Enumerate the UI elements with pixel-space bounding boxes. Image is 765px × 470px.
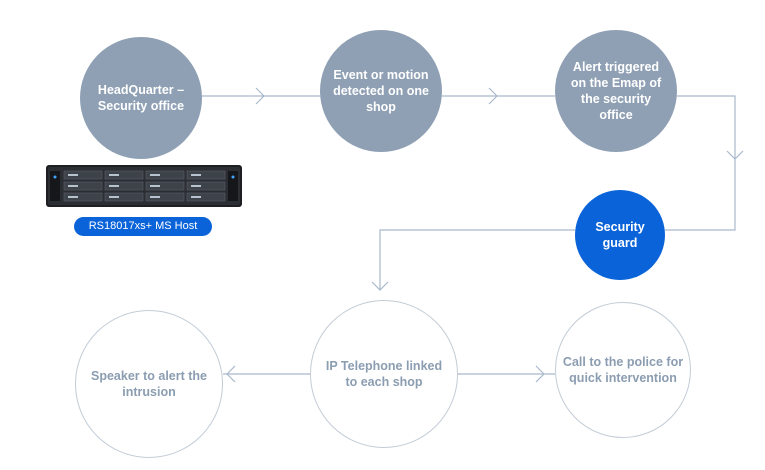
node-police-label: Call to the police for quick interventio… (562, 355, 684, 385)
node-event: Event or motion detected on one shop (320, 30, 442, 152)
node-telephone-label: IP Telephone linked to each shop (325, 359, 443, 389)
node-speaker: Speaker to alert the intrusion (75, 310, 223, 458)
rack-server-icon (46, 165, 242, 207)
node-headquarter: HeadQuarter – Security office (80, 37, 202, 159)
arrowhead-guard-telephone (371, 281, 389, 291)
connector-guard-telephone (379, 229, 575, 290)
node-guard: Security guard (575, 190, 665, 280)
connector-alert-guard (665, 95, 736, 231)
arrowhead-event-alert (488, 87, 498, 105)
node-speaker-label: Speaker to alert the intrusion (90, 369, 207, 399)
node-guard-label: Security guard (595, 220, 645, 250)
node-alert: Alert triggered on the Emap of the secur… (555, 30, 677, 152)
arrowhead-telephone-speaker (226, 365, 236, 383)
arrowhead-hq-event (255, 87, 265, 105)
arrowhead-telephone-police (535, 365, 545, 383)
host-badge: RS18017xs+ MS Host (74, 217, 212, 236)
node-event-label: Event or motion detected on one shop (333, 68, 429, 114)
arrowhead-alert-guard (726, 150, 744, 160)
node-alert-label: Alert triggered on the Emap of the secur… (570, 60, 662, 122)
node-headquarter-label: HeadQuarter – Security office (97, 83, 185, 113)
node-police: Call to the police for quick interventio… (555, 302, 691, 438)
node-telephone: IP Telephone linked to each shop (310, 300, 458, 448)
